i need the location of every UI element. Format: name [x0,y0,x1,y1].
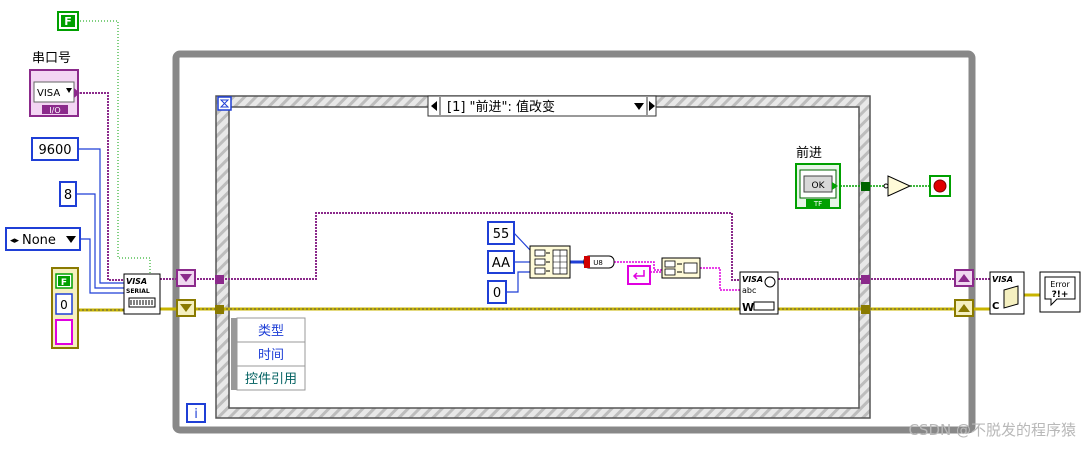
event-tunnel-visa-out[interactable] [861,275,870,284]
not-function[interactable] [883,175,912,197]
event-tunnel-error-in[interactable] [215,305,224,314]
svg-text:Error: Error [1050,280,1070,289]
visa-write-vi[interactable]: VISA abc W [739,271,779,315]
svg-text:?!+: ?!+ [1052,290,1069,300]
parity-dropdown-arrow[interactable] [66,236,76,243]
case-selector-label: [1] "前进": 值改变 [447,99,555,115]
svg-text:0: 0 [493,286,501,301]
data-bits-constant[interactable]: 8 [59,181,77,207]
svg-text:9600: 9600 [38,143,71,158]
wires [76,20,1040,390]
svg-text:VISA: VISA [37,88,60,99]
shift-register-visa-left[interactable] [176,269,196,287]
timeout-terminal[interactable] [217,96,232,111]
svg-text:8: 8 [64,188,72,203]
svg-text:C: C [992,301,999,312]
svg-text:U8: U8 [593,259,603,267]
byte-array-to-string[interactable] [661,257,701,279]
svg-text:SERIAL: SERIAL [126,288,150,295]
svg-text:F: F [61,278,67,288]
svg-text:F: F [64,15,72,28]
svg-text:i: i [194,407,198,422]
case-dropdown-arrow[interactable] [634,103,644,110]
event-tunnel-bool-out[interactable] [861,182,870,191]
error-cluster-constant[interactable]: F 0 [51,267,79,349]
svg-text:None: None [22,233,56,248]
svg-text:AA: AA [492,256,510,271]
loop-stop-terminal[interactable] [929,175,951,197]
serial-port-label: 串口号 [32,51,71,66]
forward-button-terminal[interactable]: OK TF [795,163,841,209]
event-data-type[interactable]: 类型 [258,324,284,339]
svg-text:VISA: VISA [992,275,1013,284]
shift-register-error-left[interactable] [176,299,196,317]
visa-close-vi[interactable]: VISA C [989,271,1025,315]
string-constant-enter[interactable] [627,265,651,285]
svg-text:W: W [742,301,754,314]
next-case-arrow[interactable] [649,101,655,111]
watermark: CSDN @不脱发的程序猿 [908,421,1076,439]
shift-register-visa-right[interactable] [954,269,974,287]
hex-constant-55[interactable]: 55 [487,221,515,245]
svg-text:TF: TF [813,200,822,208]
prev-case-arrow[interactable] [431,101,437,111]
to-u8-conversion[interactable]: U8 [583,255,615,269]
iteration-terminal[interactable]: i [186,403,206,423]
parity-enum-glyph: ◂▸ [10,236,20,246]
hex-constant-AA[interactable]: AA [487,250,515,274]
parity-enum-constant[interactable]: ◂▸ None [5,227,81,251]
event-tunnel-error-out[interactable] [861,305,870,314]
event-tunnel-visa-in[interactable] [215,275,224,284]
visa-resource-control[interactable]: VISA I/O [29,69,80,117]
hex-constant-0[interactable]: 0 [487,280,507,304]
event-data-ctlref[interactable]: 控件引用 [245,372,297,387]
shift-register-error-right[interactable] [954,299,974,317]
svg-text:I/O: I/O [49,106,60,115]
false-constant-top[interactable]: F [57,11,79,31]
svg-text:55: 55 [493,227,510,242]
svg-text:VISA: VISA [742,275,763,284]
baud-rate-constant[interactable]: 9600 [31,137,79,161]
event-case-selector[interactable]: [1] "前进": 值改变 [427,95,657,117]
svg-text:OK: OK [812,181,826,191]
svg-text:VISA: VISA [126,277,147,286]
event-data-time[interactable]: 时间 [258,348,284,363]
visa-configure-serial-vi[interactable]: VISA SERIAL [123,273,161,315]
event-data-node[interactable]: 类型 时间 控件引用 [236,317,306,391]
svg-text:0: 0 [60,298,68,312]
simple-error-handler-vi[interactable]: Error ?!+ [1039,271,1081,313]
error-speech-bubble-icon [1044,276,1076,307]
svg-text:abc: abc [742,286,756,295]
build-array-node[interactable] [529,245,571,279]
forward-label: 前进 [796,145,822,161]
